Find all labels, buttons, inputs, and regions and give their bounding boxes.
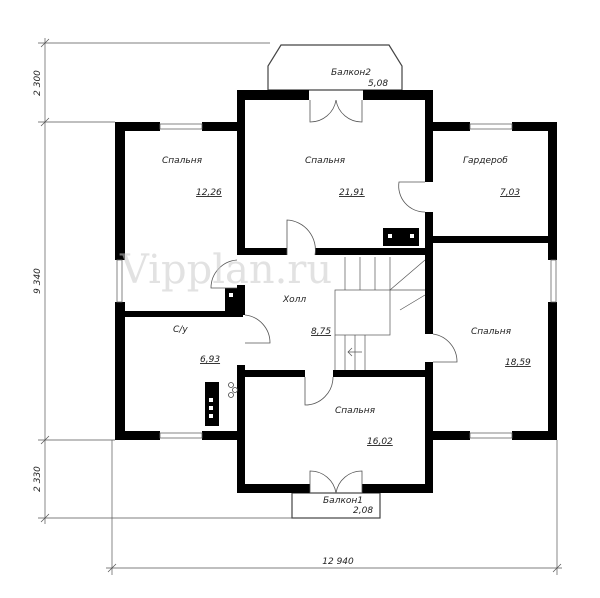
stairs[interactable] xyxy=(334,257,426,370)
room-name: Балкон2 xyxy=(331,68,371,78)
room-labels: Спальня 12,26 Спальня 21,91 Гардероб 7,0… xyxy=(162,68,531,516)
room-area: 21,91 xyxy=(339,188,365,198)
room-area: 12,26 xyxy=(196,188,222,198)
room-area: 2,08 xyxy=(353,506,373,516)
room-name: Гардероб xyxy=(463,156,508,166)
room-area: 6,93 xyxy=(200,355,220,365)
dim-9340: 9 340 xyxy=(33,268,43,294)
room-name: Балкон1 xyxy=(323,496,363,506)
room-area: 8,75 xyxy=(311,327,331,337)
room-name: Спальня xyxy=(335,406,376,416)
doors xyxy=(210,99,458,494)
room-area: 7,03 xyxy=(500,188,520,198)
room-name: Спальня xyxy=(162,156,203,166)
room-area: 18,59 xyxy=(505,358,531,368)
dim-12940: 12 940 xyxy=(322,557,354,567)
sink-icon xyxy=(228,382,238,398)
room-area: 5,08 xyxy=(368,79,388,89)
dimension-lines xyxy=(38,38,562,575)
windows xyxy=(116,123,557,439)
room-name: С/у xyxy=(173,325,188,335)
room-name: Спальня xyxy=(305,156,346,166)
walls xyxy=(115,90,557,493)
vent-marks xyxy=(209,234,414,418)
room-area: 16,02 xyxy=(367,437,393,447)
room-name: Спальня xyxy=(471,327,512,337)
watermark: Vipplan.ru xyxy=(119,247,332,293)
dim-2300: 2 300 xyxy=(33,70,43,96)
room-name: Холл xyxy=(282,295,306,305)
dim-2330: 2 330 xyxy=(33,466,43,492)
